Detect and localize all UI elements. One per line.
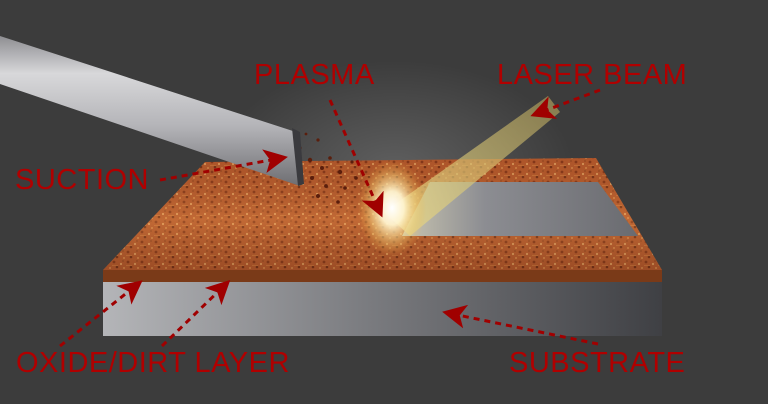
laser-beam-arrow [530, 88, 601, 119]
suction-label: SUCTION [15, 164, 149, 196]
substrate-front-face [103, 280, 662, 336]
plasma-arrow [328, 99, 384, 218]
suction-arrow [159, 149, 288, 182]
suction-nozzle [0, 36, 304, 186]
oxide-dirt-layer-label: OXIDE/DIRT LAYER [16, 347, 290, 379]
plasma-flash [358, 160, 426, 256]
plasma-label: PLASMA [254, 59, 375, 91]
oxide-arrow-left [59, 280, 143, 348]
cleaned-metal-surface [402, 182, 638, 236]
label-arrows [59, 88, 601, 348]
laser-beam-label: LASER BEAM [497, 59, 688, 91]
oxide-layer-edge [103, 270, 662, 282]
oxide-arrow-right [160, 279, 231, 348]
substrate-arrow [442, 304, 599, 346]
substrate-label: SUBSTRATE [509, 347, 686, 379]
laser-beam [384, 96, 560, 236]
